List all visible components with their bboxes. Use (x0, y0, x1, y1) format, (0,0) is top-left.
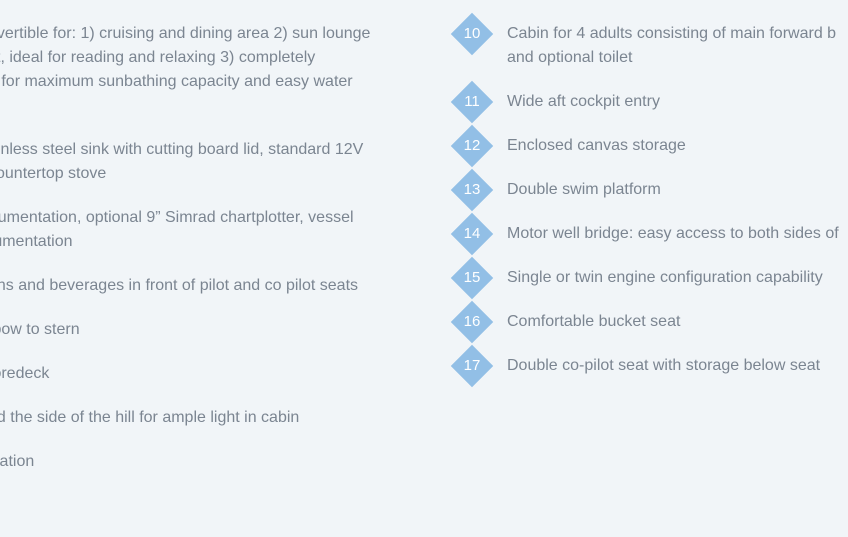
feature-number: 10 (463, 25, 481, 42)
diamond-number-badge: 12 (450, 124, 494, 168)
feature-text-line: countertop stove (0, 165, 107, 182)
diamond-number-badge: 13 (450, 168, 494, 212)
feature-text-line: Wide aft cockpit entry (507, 93, 660, 110)
feature-item-left: trumentation, optional 9” Simrad chartpl… (0, 206, 408, 254)
diamond-number-badge: 16 (450, 300, 494, 344)
feature-item: 17 Double co-pilot seat with storage bel… (450, 344, 848, 388)
feature-number: 11 (464, 93, 480, 110)
feature-text-line: nvertible for: 1) cruising and dining ar… (0, 25, 371, 42)
feature-text-line: Enclosed canvas storage (507, 137, 686, 154)
diamond-number-badge: 15 (450, 256, 494, 300)
feature-text-line: and optional toilet (507, 49, 633, 66)
feature-text-line: Comfortable bucket seat (507, 313, 681, 330)
feature-text-line: ons and beverages in front of pilot and … (0, 277, 359, 294)
feature-text: Cabin for 4 adults consisting of main fo… (507, 22, 836, 70)
feature-item-left: tilation (0, 450, 408, 474)
feature-item: 13 Double swim platform (450, 168, 848, 212)
diamond-number-badge: 10 (450, 12, 494, 56)
feature-text-line: bow to stern (0, 321, 80, 338)
feature-item: 16 Comfortable bucket seat (450, 300, 848, 344)
feature-item: 11 Wide aft cockpit entry (450, 80, 848, 124)
feature-text: Enclosed canvas storage (507, 134, 686, 158)
feature-number: 14 (463, 225, 481, 242)
feature-item-left: ainless steel sink with cutting board li… (0, 138, 408, 186)
feature-text-line: Single or twin engine configuration capa… (507, 269, 823, 286)
feature-number: 17 (463, 357, 481, 374)
diamond-number-badge: 14 (450, 212, 494, 256)
feature-text: Double co-pilot seat with storage below … (507, 354, 820, 378)
feature-item-left: bow to stern (0, 318, 408, 342)
feature-text-line: Double co-pilot seat with storage below … (507, 357, 821, 374)
feature-text-line: ainless steel sink with cutting board li… (0, 141, 364, 158)
feature-number: 12 (463, 137, 481, 154)
feature-text-line: foredeck (0, 365, 50, 382)
feature-text-line: trumentation, optional 9” Simrad chartpl… (0, 209, 354, 226)
features-column-right: 10 Cabin for 4 adults consisting of main… (450, 0, 848, 537)
feature-text-line: nd the side of the hill for ample light … (0, 409, 300, 426)
feature-text-line: Cabin for 4 adults consisting of main fo… (507, 25, 837, 42)
feature-number: 13 (463, 181, 481, 198)
feature-text-line: Double swim platform (507, 181, 661, 198)
features-column-left: nvertible for: 1) cruising and dining ar… (0, 0, 420, 537)
feature-text-line: d for maximum sunbathing capacity and ea… (0, 73, 353, 90)
feature-item-left: nvertible for: 1) cruising and dining ar… (0, 22, 408, 94)
diamond-number-badge: 11 (450, 80, 494, 124)
feature-item-left: foredeck (0, 362, 408, 386)
feature-item: 12 Enclosed canvas storage (450, 124, 848, 168)
feature-item: 10 Cabin for 4 adults consisting of main… (450, 12, 848, 66)
feature-item: 14 Motor well bridge: easy access to bot… (450, 212, 848, 256)
feature-text: Single or twin engine configuration capa… (507, 266, 823, 290)
feature-number: 16 (463, 313, 481, 330)
feature-item: 15 Single or twin engine configuration c… (450, 256, 848, 300)
feature-text: Wide aft cockpit entry (507, 90, 660, 114)
feature-item-left: ons and beverages in front of pilot and … (0, 274, 408, 298)
feature-text: Double swim platform (507, 178, 661, 202)
diamond-number-badge: 17 (450, 344, 494, 388)
feature-text-line: Motor well bridge: easy access to both s… (507, 225, 839, 242)
feature-text: Comfortable bucket seat (507, 310, 680, 334)
feature-text: Motor well bridge: easy access to both s… (507, 222, 839, 246)
feature-text-line: st, ideal for reading and relaxing 3) co… (0, 49, 316, 66)
feature-item-left: nd the side of the hill for ample light … (0, 406, 408, 430)
feature-text-line: rumentation (0, 233, 73, 250)
feature-number: 15 (463, 269, 481, 286)
feature-text-line: tilation (0, 453, 35, 470)
